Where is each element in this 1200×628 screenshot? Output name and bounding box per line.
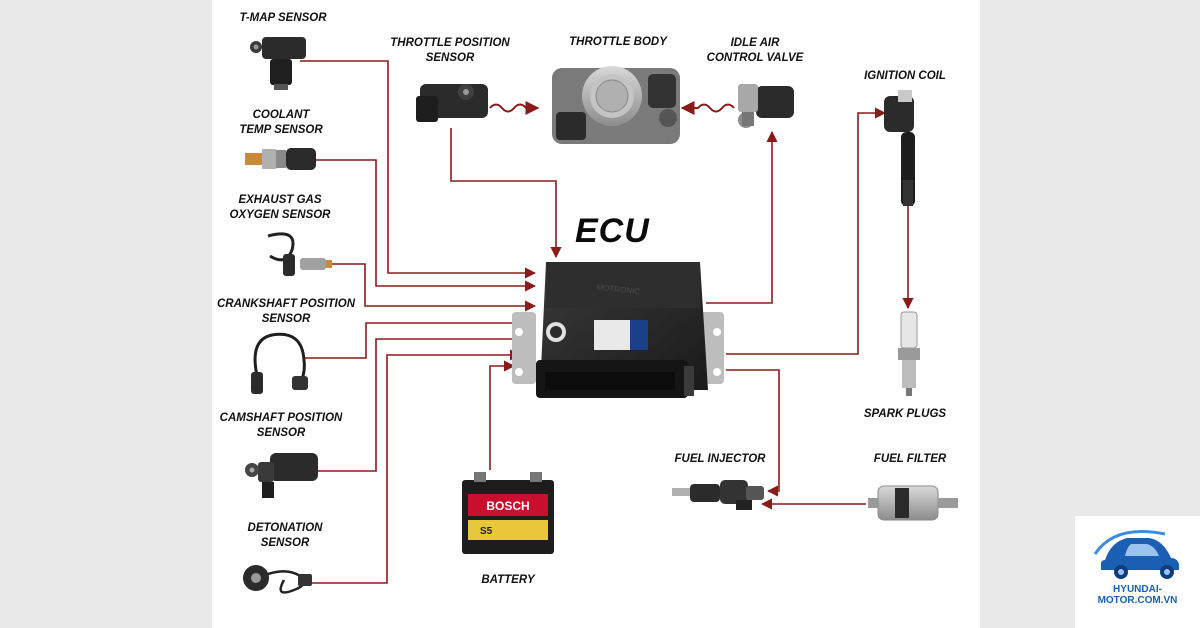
label-fuel-filter: FUEL FILTER: [862, 452, 958, 467]
label-line: COOLANT: [252, 109, 310, 121]
label-throttle-body: THROTTLE BODY: [562, 35, 674, 50]
label-line: BATTERY: [481, 574, 535, 586]
label-camshaft-sensor: CAMSHAFT POSITION SENSOR: [214, 411, 348, 441]
idle-air-control-valve-icon: [738, 84, 794, 128]
label-idle-air-control-valve: IDLE AIR CONTROL VALVE: [700, 36, 810, 66]
ignition-coil-icon: [884, 90, 915, 206]
label-line: CRANKSHAFT POSITION: [217, 298, 355, 310]
label-line: T-MAP SENSOR: [239, 12, 327, 24]
label-ignition-coil: IGNITION COIL: [852, 69, 958, 84]
coolant-temp-sensor-icon: [245, 148, 316, 170]
wire-idle-air: [706, 130, 778, 304]
oxygen-sensor-icon: [267, 232, 332, 276]
label-throttle-position-sensor: THROTTLE POSITION SENSOR: [388, 36, 512, 66]
battery-brand-text: BOSCH: [486, 499, 529, 513]
label-tmap-sensor: T-MAP SENSOR: [228, 11, 338, 26]
wire-throttle-position: [450, 128, 562, 259]
wave-idle-air: [680, 101, 735, 115]
ecu-unit-icon: [512, 262, 724, 398]
label-line: SENSOR: [260, 537, 310, 549]
label-line: SENSOR: [425, 52, 475, 64]
battery-icon: BOSCH S5: [462, 472, 554, 554]
label-line: EXHAUST GAS: [238, 194, 322, 206]
label-line: FUEL FILTER: [873, 453, 947, 465]
fuel-filter-icon: [868, 485, 958, 521]
label-line: SENSOR: [256, 427, 306, 439]
label-line: DETONATION: [247, 522, 323, 534]
wire-camshaft: [318, 333, 527, 472]
wire-ignition-coil: [726, 107, 887, 355]
detonation-sensor-icon: [243, 565, 312, 594]
wire-tmap: [300, 60, 537, 279]
label-line: SENSOR: [261, 313, 311, 325]
label-line: CONTROL VALVE: [706, 52, 804, 64]
label-coolant-temp-sensor: COOLANT TEMP SENSOR: [226, 108, 336, 138]
wire-battery: [489, 360, 516, 470]
label-line: THROTTLE POSITION: [390, 37, 510, 49]
wire-crankshaft: [304, 317, 532, 359]
car-logo-icon: [1093, 530, 1179, 579]
label-line: CAMSHAFT POSITION: [219, 412, 343, 424]
watermark: HYUNDAI-MOTOR.COM.VN: [1075, 516, 1200, 628]
throttle-body-icon: [552, 66, 680, 144]
fuel-injector-icon: [672, 480, 764, 510]
wire-fuel-injector: [726, 369, 780, 497]
label-battery: BATTERY: [466, 573, 550, 588]
label-line: IGNITION COIL: [864, 70, 946, 82]
label-line: SPARK PLUGS: [863, 408, 947, 420]
watermark-text: HYUNDAI-MOTOR.COM.VN: [1097, 584, 1178, 606]
wire-coolant: [315, 159, 537, 292]
label-crankshaft-sensor: CRANKSHAFT POSITION SENSOR: [214, 297, 358, 327]
label-spark-plugs: SPARK PLUGS: [852, 407, 958, 422]
label-line: THROTTLE BODY: [569, 36, 667, 48]
label-oxygen-sensor: EXHAUST GAS OXYGEN SENSOR: [220, 193, 340, 223]
spark-plug-icon: [898, 311, 920, 396]
crankshaft-sensor-icon: [251, 332, 308, 394]
label-detonation-sensor: DETONATION SENSOR: [230, 521, 340, 551]
label-line: IDLE AIR: [730, 37, 780, 49]
camshaft-sensor-icon: [245, 453, 318, 498]
label-line: TEMP SENSOR: [239, 124, 323, 136]
wire-oxygen: [328, 263, 537, 312]
throttle-position-sensor-icon: [416, 84, 488, 122]
label-fuel-injector: FUEL INJECTOR: [666, 452, 774, 467]
label-line: FUEL INJECTOR: [674, 453, 766, 465]
tmap-sensor-icon: [250, 37, 306, 90]
battery-model-text: S5: [480, 526, 493, 537]
ecu-title: ECU: [575, 212, 650, 250]
wire-detonation: [312, 349, 522, 584]
label-line: OXYGEN SENSOR: [229, 209, 331, 221]
wave-throttle-sensor: [489, 101, 540, 115]
